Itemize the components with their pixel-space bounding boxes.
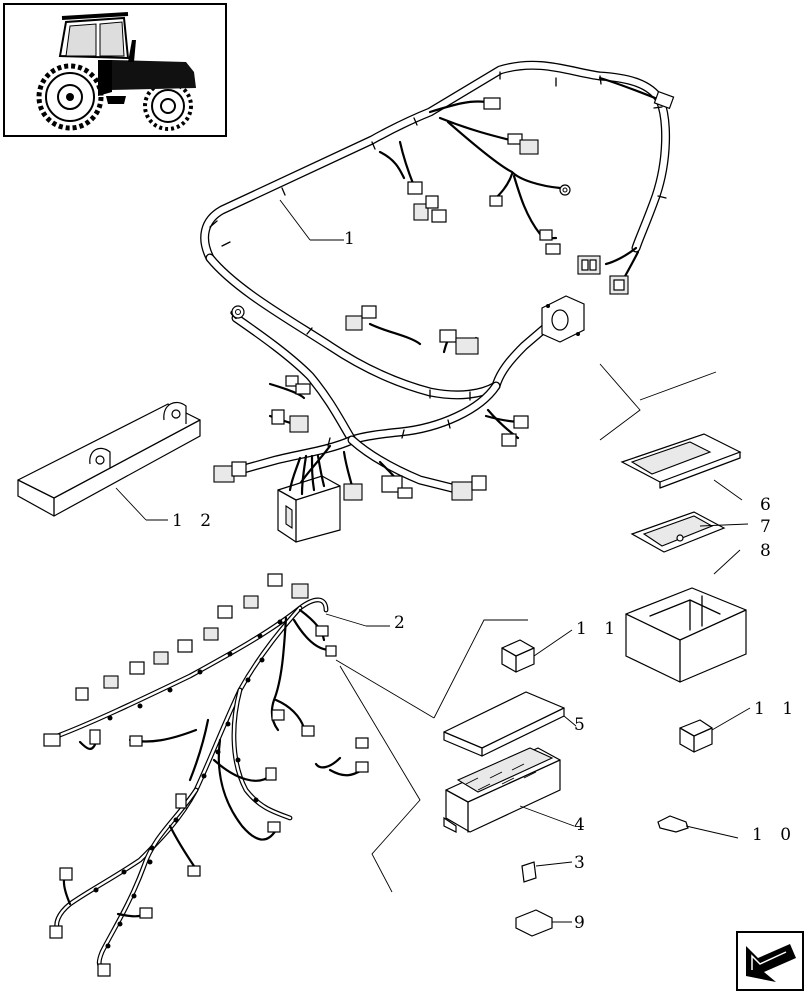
callout-11b: 1 1 — [754, 699, 799, 719]
callout-9: 9 — [574, 913, 591, 933]
tractor-thumbnail — [3, 3, 227, 137]
callout-7: 7 — [760, 517, 777, 537]
callout-6: 6 — [760, 495, 777, 515]
fuse-panel-assembly — [599, 363, 749, 683]
callout-2: 2 — [394, 613, 411, 633]
harness-2 — [43, 573, 369, 977]
callout-10: 1 0 — [752, 825, 797, 845]
callout-4: 4 — [574, 815, 591, 835]
mounting-bracket-12 — [17, 401, 201, 517]
callout-12: 1 2 — [172, 511, 217, 531]
tractor-icon — [36, 12, 196, 131]
next-page-button[interactable] — [736, 931, 804, 991]
next-page-arrow-icon — [746, 944, 796, 982]
callout-5: 5 — [574, 715, 591, 735]
callout-11a: 1 1 — [576, 619, 621, 639]
harness-1 — [200, 60, 675, 543]
callout-1: 1 — [344, 229, 361, 249]
connectors-harness-1 — [213, 90, 675, 543]
fuse-box-assembly — [335, 619, 751, 937]
callout-8: 8 — [760, 541, 777, 561]
callout-3: 3 — [574, 853, 591, 873]
connectors-harness-2 — [43, 573, 369, 977]
